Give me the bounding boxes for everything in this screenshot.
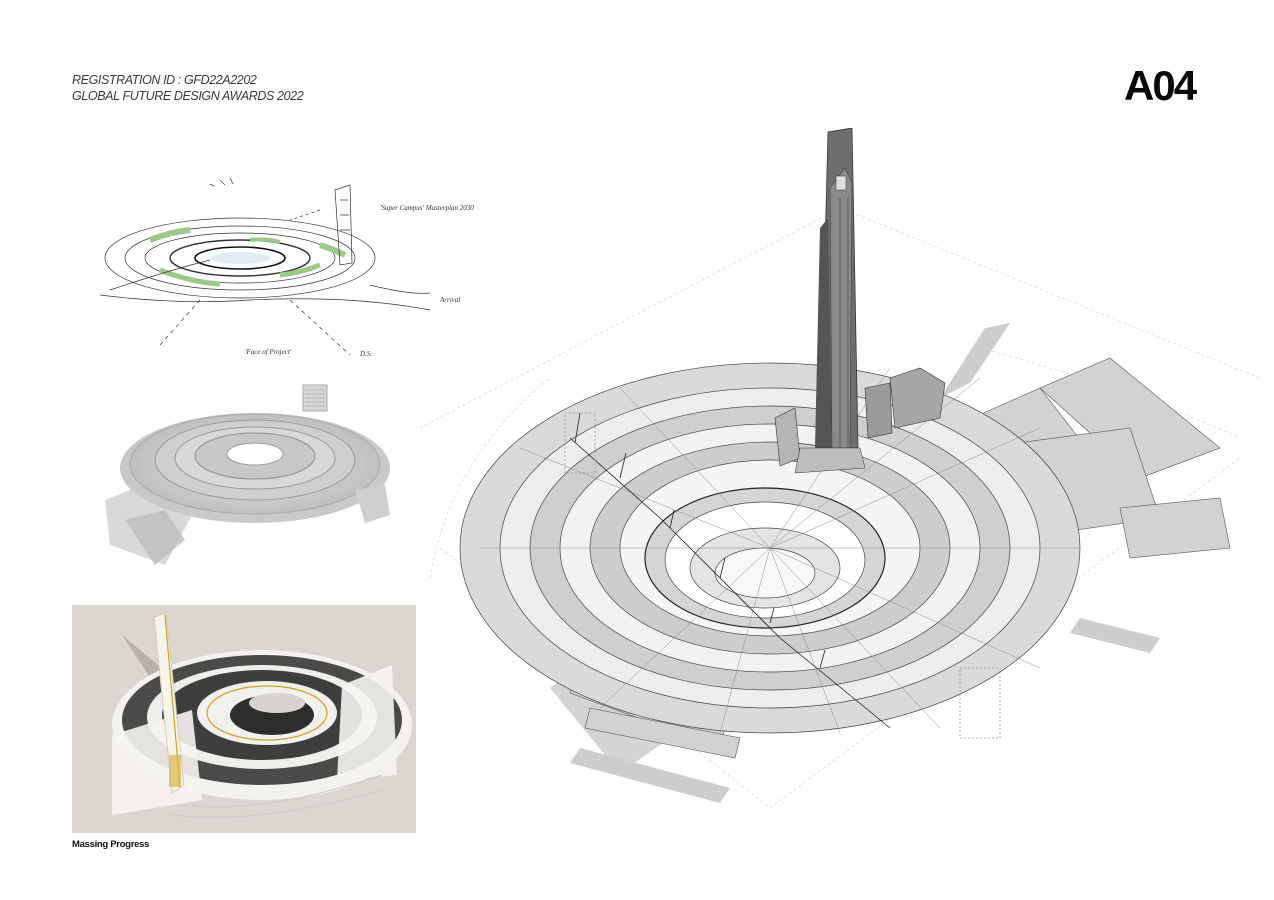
- sheet-number: A04: [1124, 62, 1197, 109]
- sketch-note-arrival: Arrival: [439, 296, 460, 304]
- aerial-render-image: [72, 605, 416, 833]
- sketch-note-face: 'Face of Project': [245, 348, 292, 356]
- panel-caption: Massing Progress: [72, 839, 150, 850]
- massing-model-image: [85, 380, 405, 575]
- header-block: REGISTRATION ID : GFD22A2202 GLOBAL FUTU…: [72, 72, 304, 104]
- concept-sketch: 'Super Campus' Masterplan 2030 Arrival '…: [90, 170, 490, 365]
- registration-id: REGISTRATION ID : GFD22A2202: [72, 73, 257, 87]
- exploded-axonometric-drawing: [420, 128, 1270, 858]
- sketch-note-super-campus: 'Super Campus' Masterplan 2030: [380, 204, 474, 212]
- award-title: GLOBAL FUTURE DESIGN AWARDS 2022: [72, 89, 304, 103]
- sketch-note-initials: D.S.: [359, 350, 372, 358]
